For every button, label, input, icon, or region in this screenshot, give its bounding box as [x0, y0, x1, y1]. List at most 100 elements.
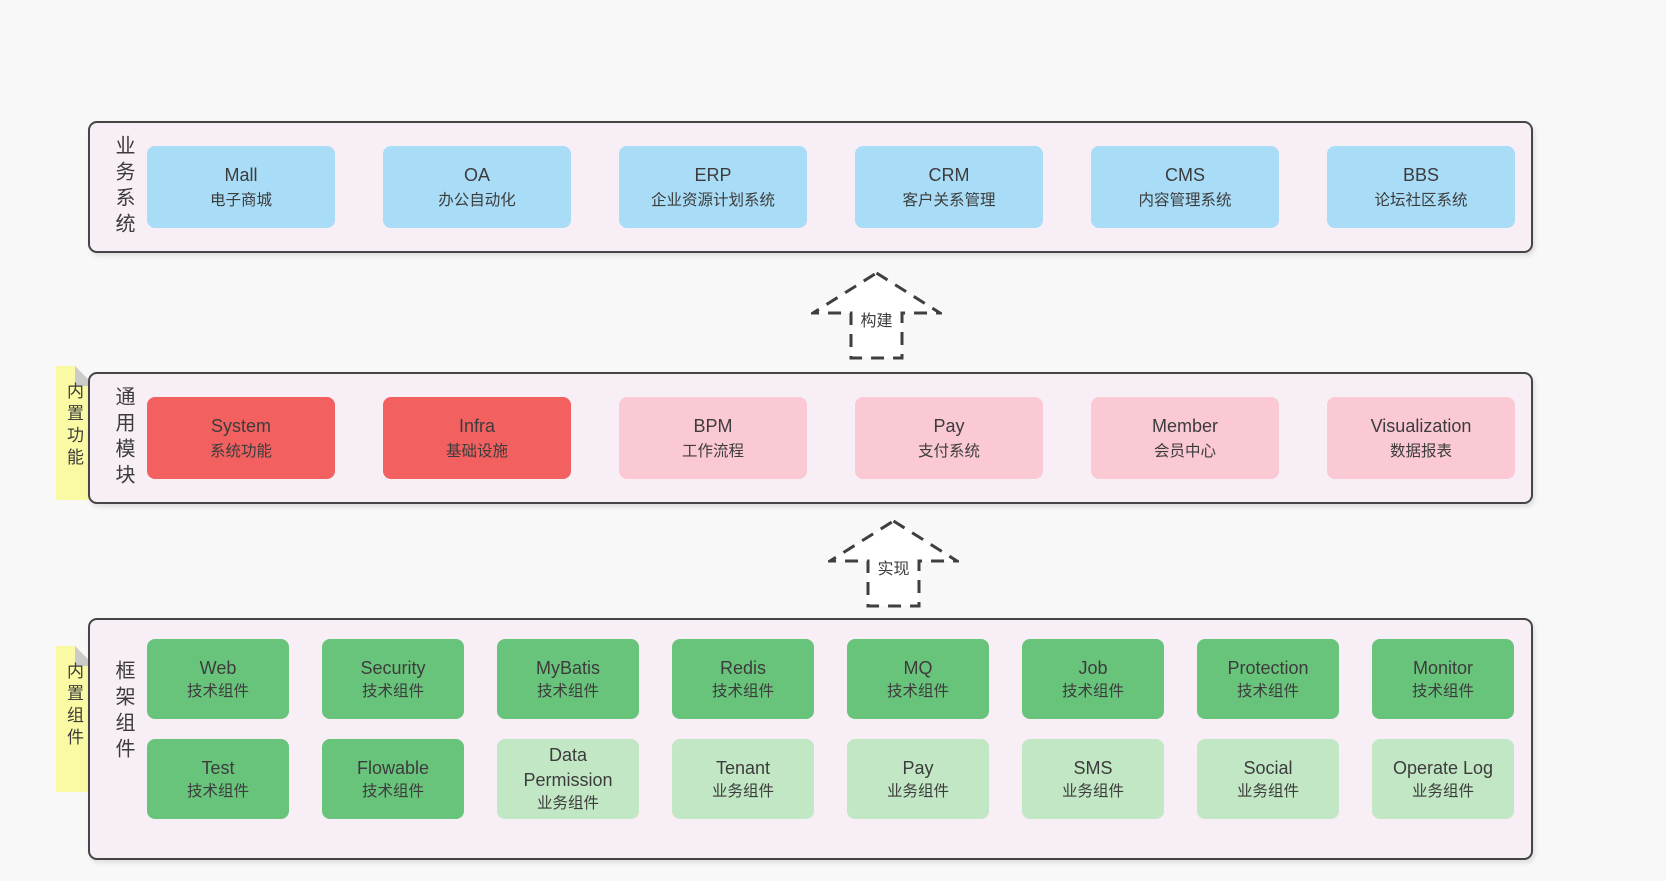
box-pay-component: Pay 业务组件 — [847, 739, 989, 819]
box-name-en: BPM — [693, 415, 733, 436]
box-mybatis: MyBatis 技术组件 — [497, 639, 639, 719]
box-name-zh: 技术组件 — [186, 782, 249, 800]
box-name-zh: 客户关系管理 — [902, 191, 996, 209]
box-name-zh: 企业资源计划系统 — [650, 191, 775, 209]
box-test: Test 技术组件 — [147, 739, 289, 819]
box-name-zh: 技术组件 — [711, 682, 774, 700]
box-mq: MQ 技术组件 — [847, 639, 989, 719]
box-name-en: Job — [1078, 657, 1108, 678]
box-mall: Mall 电子商城 — [147, 146, 335, 228]
box-name-zh: 业务组件 — [886, 782, 949, 800]
common-modules-box-row: System 系统功能 Infra 基础设施 BPM 工作流程 Pay 支付系统… — [147, 374, 1515, 502]
box-name-zh: 技术组件 — [1411, 682, 1474, 700]
box-name-en: Member — [1151, 415, 1218, 436]
box-name-zh: 电子商城 — [209, 191, 272, 209]
box-name-en: Visualization — [1370, 415, 1472, 436]
sticky-label: 内置组件 — [64, 662, 83, 750]
box-name-en: Tenant — [715, 757, 771, 778]
box-name-en: Web — [199, 657, 237, 678]
layer-label-business-systems: 业务系统 — [112, 135, 134, 239]
box-flowable: Flowable 技术组件 — [322, 739, 464, 819]
box-name-en: BBS — [1402, 164, 1440, 185]
tech-components-row: Web 技术组件 Security 技术组件 MyBatis 技术组件 Redi… — [147, 639, 1514, 719]
box-name-zh: 支付系统 — [917, 442, 980, 460]
box-name-zh: 技术组件 — [1236, 682, 1299, 700]
layer-business-systems: 业务系统 Mall 电子商城 OA 办公自动化 ERP 企业资源计划系统 CRM… — [88, 121, 1533, 253]
box-visualization: Visualization 数据报表 — [1327, 397, 1515, 479]
box-name-en: Monitor — [1412, 657, 1474, 678]
box-protection: Protection 技术组件 — [1197, 639, 1339, 719]
box-name-en: System — [210, 415, 271, 436]
box-erp: ERP 企业资源计划系统 — [619, 146, 807, 228]
sticky-label: 内置功能 — [64, 382, 83, 470]
box-name-en: Operate Log — [1392, 757, 1494, 778]
box-name-zh: 技术组件 — [361, 682, 424, 700]
box-name-en: Pay — [933, 415, 965, 436]
box-name-zh: 技术组件 — [1061, 682, 1124, 700]
box-name-zh: 业务组件 — [711, 782, 774, 800]
layer-label-common-modules: 通用模块 — [112, 386, 134, 490]
box-cms: CMS 内容管理系统 — [1091, 146, 1279, 228]
box-name-zh: 业务组件 — [1236, 782, 1299, 800]
box-crm: CRM 客户关系管理 — [855, 146, 1043, 228]
box-infra: Infra 基础设施 — [383, 397, 571, 479]
box-name-en: CRM — [928, 164, 970, 185]
box-bbs: BBS 论坛社区系统 — [1327, 146, 1515, 228]
box-name-zh: 系统功能 — [209, 442, 272, 460]
box-name-en: Redis — [719, 657, 767, 678]
box-name-en: MyBatis — [535, 657, 600, 678]
box-name-zh: 业务组件 — [1411, 782, 1474, 800]
box-sms: SMS 业务组件 — [1022, 739, 1164, 819]
box-name-en: Data Permission — [523, 744, 613, 791]
box-name-en: MQ — [903, 657, 933, 678]
box-name-en: Pay — [902, 757, 934, 778]
box-oa: OA 办公自动化 — [383, 146, 571, 228]
box-name-en: CMS — [1165, 164, 1205, 185]
box-name-zh: 会员中心 — [1153, 442, 1216, 460]
box-name-zh: 业务组件 — [536, 795, 599, 813]
implement-arrow: 实现 — [828, 519, 959, 608]
box-redis: Redis 技术组件 — [672, 639, 814, 719]
box-name-en: Test — [201, 757, 235, 778]
box-name-en: Social — [1243, 757, 1293, 778]
box-name-en: Infra — [458, 415, 496, 436]
box-job: Job 技术组件 — [1022, 639, 1164, 719]
box-name-zh: 技术组件 — [361, 782, 424, 800]
box-bpm: BPM 工作流程 — [619, 397, 807, 479]
box-name-zh: 技术组件 — [886, 682, 949, 700]
box-name-zh: 业务组件 — [1061, 782, 1124, 800]
box-name-zh: 技术组件 — [186, 682, 249, 700]
box-web: Web 技术组件 — [147, 639, 289, 719]
box-name-zh: 基础设施 — [445, 442, 508, 460]
box-name-zh: 技术组件 — [536, 682, 599, 700]
box-name-en: SMS — [1073, 757, 1113, 778]
box-security: Security 技术组件 — [322, 639, 464, 719]
business-systems-box-row: Mall 电子商城 OA 办公自动化 ERP 企业资源计划系统 CRM 客户关系… — [147, 123, 1515, 251]
box-name-zh: 数据报表 — [1389, 442, 1452, 460]
box-name-en: Security — [360, 657, 426, 678]
box-data-permission: Data Permission 业务组件 — [497, 739, 639, 819]
box-name-en: Protection — [1227, 657, 1309, 678]
box-operate-log: Operate Log 业务组件 — [1372, 739, 1514, 819]
box-member: Member 会员中心 — [1091, 397, 1279, 479]
box-pay: Pay 支付系统 — [855, 397, 1043, 479]
build-arrow: 构建 — [811, 271, 942, 360]
box-monitor: Monitor 技术组件 — [1372, 639, 1514, 719]
box-name-zh: 内容管理系统 — [1138, 191, 1232, 209]
box-name-zh: 论坛社区系统 — [1374, 191, 1468, 209]
arrow-label: 构建 — [857, 306, 896, 332]
box-tenant: Tenant 业务组件 — [672, 739, 814, 819]
box-name-zh: 办公自动化 — [438, 191, 516, 209]
biz-components-row: Test 技术组件 Flowable 技术组件 Data Permission … — [147, 739, 1514, 819]
arrow-label: 实现 — [874, 554, 913, 580]
layer-common-modules: 通用模块 System 系统功能 Infra 基础设施 BPM 工作流程 Pay… — [88, 372, 1533, 504]
box-name-en: ERP — [694, 164, 732, 185]
box-name-zh: 工作流程 — [681, 442, 744, 460]
box-name-en: OA — [463, 164, 490, 185]
layer-framework-components: 框架组件 Web 技术组件 Security 技术组件 MyBatis 技术组件… — [88, 618, 1533, 860]
layer-label-framework-components: 框架组件 — [112, 660, 134, 764]
box-social: Social 业务组件 — [1197, 739, 1339, 819]
box-name-en: Mall — [224, 164, 258, 185]
box-name-en: Flowable — [356, 757, 430, 778]
